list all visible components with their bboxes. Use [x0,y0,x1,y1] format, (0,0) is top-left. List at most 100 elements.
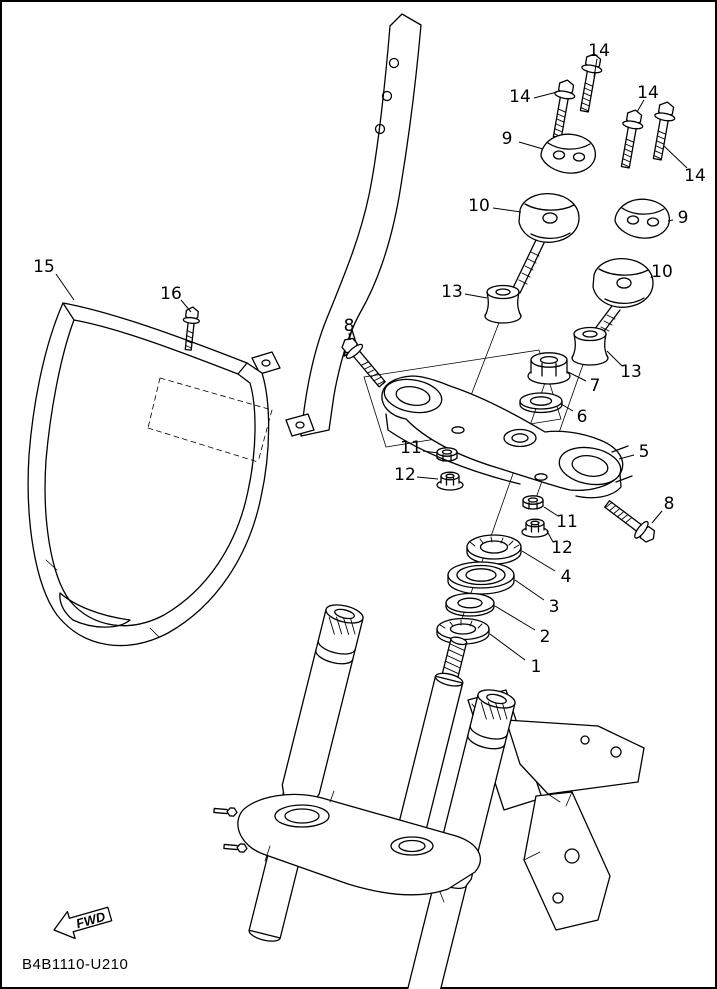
nut-12-right [521,518,549,538]
callout-14[interactable]: 14 [636,83,659,113]
callout-15[interactable]: 15 [33,257,75,301]
washer-2 [445,592,495,617]
dust-seal-3 [447,561,515,595]
lower-triple-clamp [213,790,481,903]
callout-number[interactable]: 3 [549,597,560,617]
bolt-8-right [600,495,661,548]
callout-leader-line [567,371,587,382]
callout-14[interactable]: 14 [663,145,706,186]
callout-6[interactable]: 6 [560,403,588,427]
callout-number[interactable]: 5 [639,442,650,462]
plate-bracket [300,13,422,437]
callout-9[interactable]: 9 [667,208,689,228]
callout-5[interactable]: 5 [618,442,650,462]
reference-box [363,349,562,448]
callout-leader-line [667,219,674,222]
handlebar-holder-10-left [518,193,580,243]
callout-number[interactable]: 12 [394,465,416,485]
holder-stud-left [511,239,545,294]
callout-number[interactable]: 11 [400,438,422,458]
callout-number[interactable]: 16 [160,284,182,304]
callout-leader-line [514,579,545,601]
callout-leader-line [546,530,554,543]
callout-number[interactable]: 11 [556,512,578,532]
callout-14[interactable]: 14 [509,87,558,107]
callout-10[interactable]: 10 [650,262,673,282]
nut-12-left [436,471,464,491]
callout-number[interactable]: 8 [344,316,355,336]
callout-leader-line [348,332,351,341]
callout-leader-line [533,91,558,99]
callout-11[interactable]: 11 [543,506,578,532]
callout-number[interactable]: 8 [664,494,675,514]
plate-mount-tabs [251,351,315,437]
bolt-14 [614,107,646,170]
callout-12[interactable]: 12 [546,530,573,558]
callout-number[interactable]: 9 [502,129,513,149]
callout-number[interactable]: 4 [561,567,572,587]
callout-leader-line [492,207,522,213]
bolt-8-left [336,332,391,392]
callout-8[interactable]: 8 [651,494,675,524]
pinch-bolt [223,841,248,854]
fwd-arrow: FWD [53,906,113,940]
number-plate-15 [27,302,273,647]
callout-leader-line [521,550,556,572]
damper-13-left [484,284,522,324]
callout-number[interactable]: 14 [588,41,610,61]
callouts-layer: 15 16 8 14 14 14 14 9 9 10 10 13 13 76 5 11 12 11 12 8 43 2 1 [33,41,706,677]
callout-7[interactable]: 7 [567,371,601,396]
callout-leader-line [618,454,635,460]
fwd-label: FWD [74,909,107,932]
stem-nut-7 [527,352,571,385]
callout-leader-line [651,510,663,524]
callout-leader-line [560,403,574,412]
callout-number[interactable]: 13 [620,362,642,382]
callout-leader-line [636,99,645,113]
handlebar-holder-10-right [592,258,654,308]
callout-4[interactable]: 4 [521,550,572,587]
callout-11[interactable]: 11 [400,438,439,458]
callout-8[interactable]: 8 [344,316,355,341]
callout-number[interactable]: 13 [441,282,463,302]
callout-2[interactable]: 2 [494,605,551,647]
handlebar-holder-9-left [540,133,597,174]
callout-number[interactable]: 1 [531,657,542,677]
callout-number[interactable]: 2 [540,627,551,647]
part-code-label: B4B1110-U210 [22,956,128,973]
bolt-14 [573,51,605,114]
callout-10[interactable]: 10 [468,196,522,216]
callout-number[interactable]: 10 [468,196,490,216]
damper-13-right [571,326,609,366]
nut-11-left [436,447,458,462]
callout-13[interactable]: 13 [606,350,642,382]
callout-number[interactable]: 15 [33,257,55,277]
callout-12[interactable]: 12 [394,465,439,485]
callout-leader-line [663,145,688,169]
callout-1[interactable]: 1 [489,633,542,677]
callout-leader-line [464,293,488,299]
callout-number[interactable]: 14 [637,83,659,103]
bolt-14 [546,77,578,140]
callout-number[interactable]: 12 [551,538,573,558]
callout-16[interactable]: 16 [160,284,192,313]
callout-leader-line [494,605,536,631]
callout-number[interactable]: 9 [678,208,689,228]
callout-9[interactable]: 9 [502,129,544,150]
callout-leader-line [416,476,439,480]
callout-number[interactable]: 14 [509,87,531,107]
callout-14[interactable]: 14 [588,41,610,78]
handlebar-holder-9-right [614,198,671,239]
callout-number[interactable]: 10 [651,262,673,282]
callout-number[interactable]: 14 [684,166,706,186]
nut-11-right [522,495,544,510]
callout-number[interactable]: 7 [590,376,601,396]
callout-leader-line [543,506,559,517]
callout-3[interactable]: 3 [514,579,560,617]
callout-number[interactable]: 6 [577,407,588,427]
bearing-4 [466,534,522,565]
callout-13[interactable]: 13 [441,282,488,302]
callout-leader-line [593,58,598,78]
